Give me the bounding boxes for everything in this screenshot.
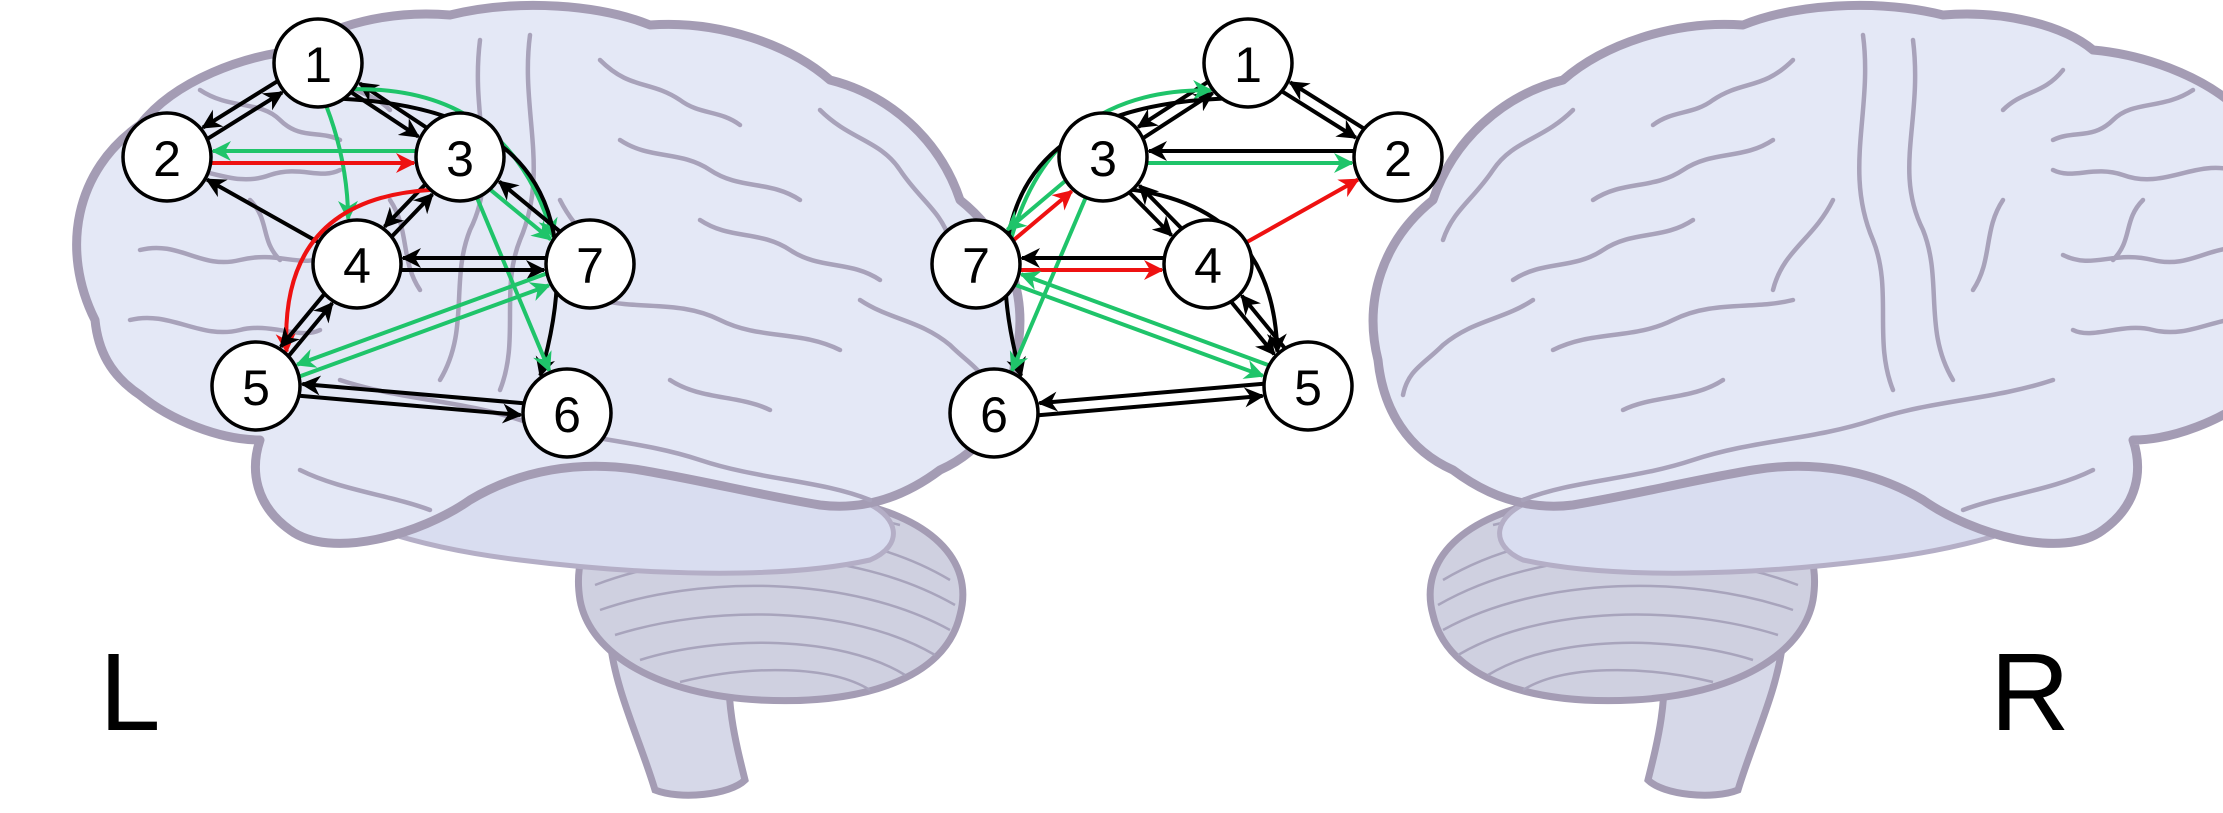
edge-7-to-5 — [1014, 282, 1265, 379]
edge-3-to-5 — [275, 187, 431, 354]
right-hemisphere-label: R — [1990, 631, 2069, 754]
left-hemisphere: 1 2 3 4 5 6 7 L — [77, 5, 1020, 795]
node-5-label: 5 — [1294, 360, 1322, 416]
node-1-label: 1 — [304, 37, 332, 93]
node-1: 1 — [1202, 17, 1294, 109]
edge-7-to-5 — [295, 271, 548, 368]
edge-1-to-6 — [1003, 96, 1223, 378]
edge-5-to-7 — [1019, 271, 1270, 368]
node-2: 2 — [1352, 111, 1444, 203]
node-2-circle — [1352, 111, 1444, 203]
node-5: 5 — [1262, 340, 1354, 432]
node-3-circle — [414, 111, 506, 203]
node-7-circle — [544, 218, 636, 310]
edge-1-to-2 — [201, 79, 279, 130]
node-7: 7 — [544, 218, 636, 310]
edge-5-to-4 — [1240, 294, 1287, 350]
node-2: 2 — [121, 111, 213, 203]
edge-5-to-4 — [287, 301, 334, 358]
right-nodes: 1 2 3 4 5 6 7 — [930, 17, 1444, 459]
node-4-label: 4 — [343, 238, 371, 294]
node-1-circle — [1202, 17, 1294, 109]
edge-6-to-5 — [1038, 387, 1265, 418]
node-5-circle — [1262, 340, 1354, 432]
node-5-circle — [210, 340, 302, 432]
edge-4-to-2 — [205, 177, 320, 245]
right-edges — [1003, 80, 1365, 418]
node-6-circle — [948, 367, 1040, 459]
node-7-label: 7 — [962, 238, 990, 294]
node-1-label: 1 — [1234, 37, 1262, 93]
node-6: 6 — [948, 367, 1040, 459]
edge-5-to-7 — [298, 282, 551, 379]
node-4-circle — [1162, 218, 1254, 310]
node-6-circle — [521, 367, 613, 459]
node-4-circle — [311, 218, 403, 310]
edge-6-to-5 — [300, 375, 524, 406]
node-2-circle — [121, 111, 213, 203]
right-brain-image — [1373, 5, 2223, 795]
edge-4-to-5 — [1229, 300, 1276, 356]
node-7-label: 7 — [576, 238, 604, 294]
edge-1-to-6 — [343, 96, 560, 378]
edge-2-to-1 — [1288, 80, 1365, 131]
node-5: 5 — [210, 340, 302, 432]
node-6-label: 6 — [553, 387, 581, 443]
node-2-label: 2 — [1384, 131, 1412, 187]
node-3: 3 — [1057, 111, 1149, 203]
right-hemisphere: 1 2 3 4 5 6 7 R — [930, 5, 2223, 795]
node-3-label: 3 — [446, 131, 474, 187]
node-1-circle — [272, 17, 364, 109]
edge-7-to-3 — [497, 180, 562, 233]
node-6: 6 — [521, 367, 613, 459]
edge-7-to-3 — [1012, 189, 1074, 242]
edge-4-to-2 — [1245, 177, 1360, 245]
edge-3-to-7 — [1005, 179, 1067, 232]
node-3-circle — [1057, 111, 1149, 203]
edge-5-to-6 — [1037, 381, 1264, 412]
node-4: 4 — [1162, 218, 1254, 310]
node-4: 4 — [311, 218, 403, 310]
edge-3-to-4 — [1128, 191, 1173, 237]
node-4-label: 4 — [1194, 238, 1222, 294]
node-5-label: 5 — [242, 360, 270, 416]
node-1: 1 — [272, 17, 364, 109]
node-7-circle — [930, 218, 1022, 310]
edge-4-to-3 — [390, 192, 434, 238]
left-nodes: 1 2 3 4 5 6 7 — [121, 17, 636, 459]
node-6-label: 6 — [980, 387, 1008, 443]
left-hemisphere-label: L — [99, 631, 160, 754]
node-3: 3 — [414, 111, 506, 203]
node-2-label: 2 — [153, 131, 181, 187]
node-3-label: 3 — [1089, 131, 1117, 187]
edge-5-to-6 — [299, 393, 523, 424]
node-7: 7 — [930, 218, 1022, 310]
edge-2-to-1 — [206, 90, 284, 141]
